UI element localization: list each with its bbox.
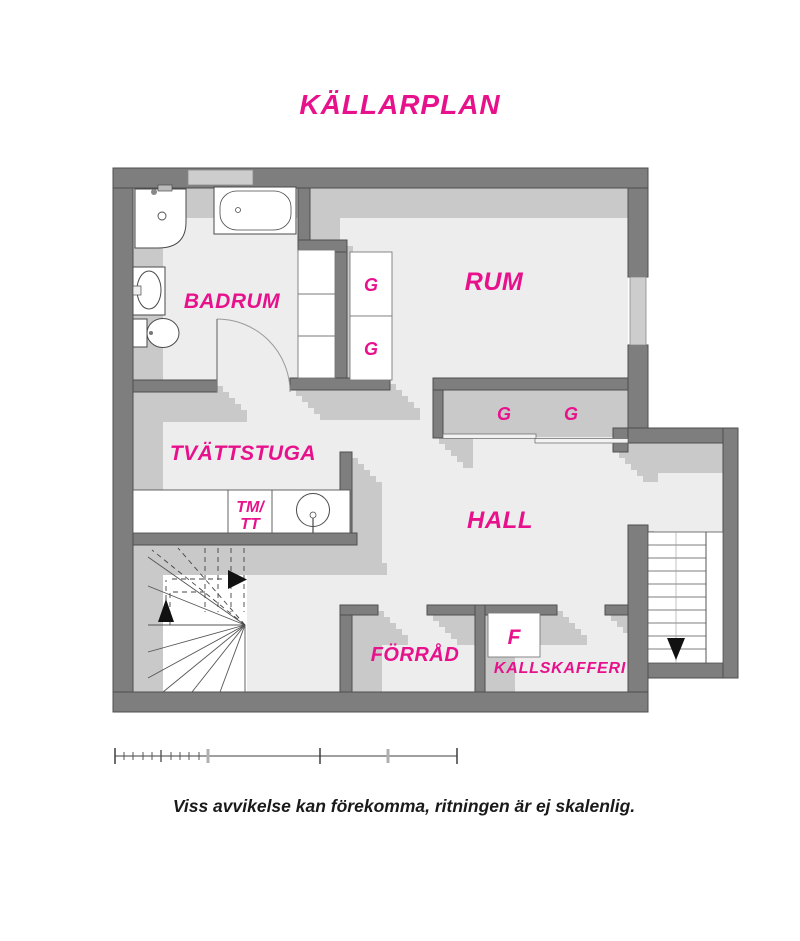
room-label-kallskafferi: KALLSKAFFERI [494, 660, 626, 677]
room-label-forrad: FÖRRÅD [371, 642, 460, 666]
wardrobe-cabinets [349, 251, 393, 381]
room-label-rum: RUM [465, 268, 524, 296]
window-top [187, 169, 254, 186]
room-label-badrum: BADRUM [184, 290, 280, 313]
laundry-sink-icon [296, 493, 330, 533]
scale-bar [114, 748, 458, 764]
stairs-down-arrow-icon [667, 638, 685, 660]
bathroom-cabinet [297, 249, 336, 379]
closet-wardrobe-label-1: G [497, 404, 511, 424]
bathroom-door-arc [216, 318, 291, 393]
stairs-exterior [647, 531, 724, 664]
room-label-hall: HALL [467, 507, 533, 534]
wardrobe-label-1: G [364, 275, 378, 295]
closet-sliding-doors [442, 433, 629, 444]
hall-closet-interior [443, 390, 628, 437]
stairs-up-arrow-icon [158, 599, 174, 622]
washer-dryer-label-line1: TM/ [236, 499, 265, 516]
wardrobe-label-2: G [364, 339, 378, 359]
washer-dryer-label-line2: TT [240, 516, 261, 533]
sink-icon [132, 266, 166, 316]
window-right [629, 276, 647, 346]
room-label-tvattstuga: TVÄTTSTUGA [170, 442, 316, 465]
stairs-right-arrow-icon [228, 570, 247, 589]
closet-wardrobe-label-2: G [564, 404, 578, 424]
page-title: KÄLLARPLAN [299, 89, 500, 120]
stairs-main [147, 547, 247, 693]
bathtub-icon [213, 186, 297, 235]
toilet-icon [132, 318, 180, 348]
disclaimer-text: Viss avvikelse kan förekomma, ritningen … [173, 796, 635, 816]
freezer-box [487, 612, 541, 658]
shower-icon [134, 184, 187, 249]
freezer-label: F [508, 626, 522, 649]
